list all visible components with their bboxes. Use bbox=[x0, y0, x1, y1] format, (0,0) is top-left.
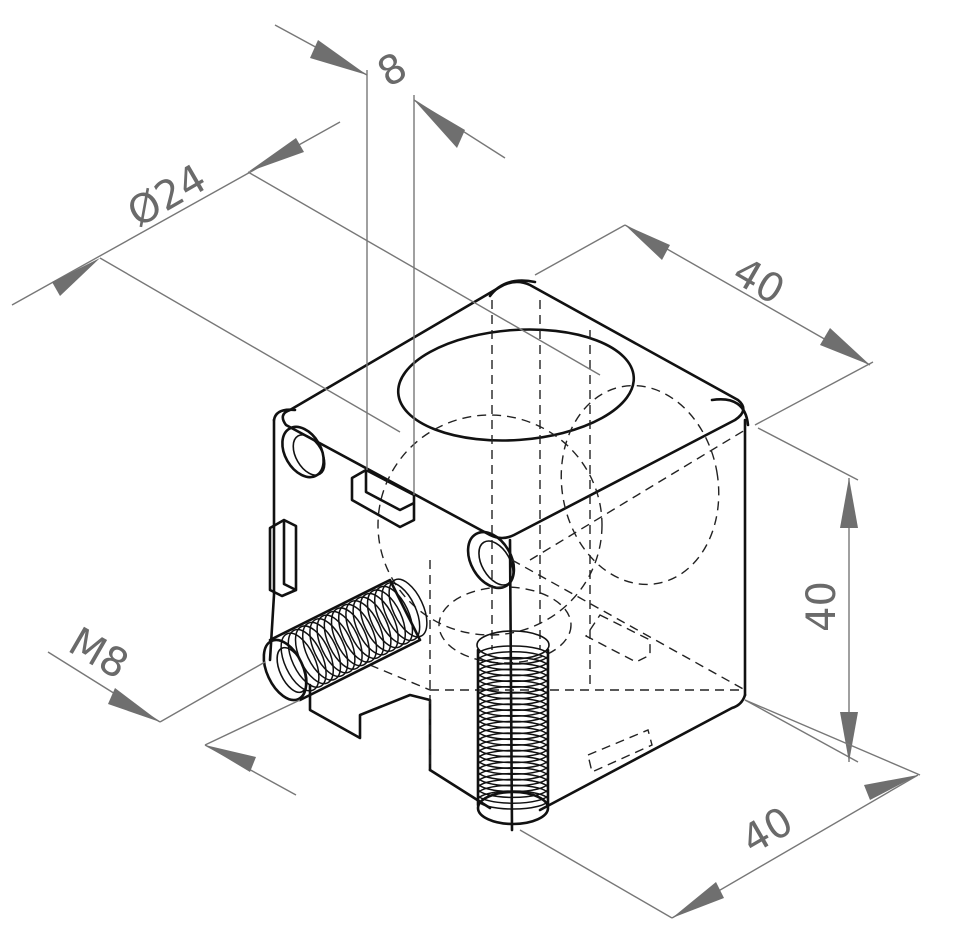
dimension-thread: M8 bbox=[47, 619, 301, 796]
bore-diameter-label: Ø24 bbox=[120, 156, 214, 237]
slot-width-label: 8 bbox=[370, 44, 415, 97]
left-face-hole-inner bbox=[292, 434, 326, 476]
front-hole bbox=[466, 530, 516, 590]
thread-winding bbox=[366, 589, 407, 649]
thread-winding bbox=[373, 585, 414, 645]
threaded-stud-horizontal bbox=[262, 578, 428, 702]
slot-lower bbox=[268, 518, 298, 598]
right-face-bottom bbox=[538, 693, 747, 812]
hidden-bore-side bbox=[560, 384, 720, 586]
block-body bbox=[268, 279, 750, 832]
left-face-step bbox=[308, 683, 432, 772]
rear-rounded-edge bbox=[488, 279, 537, 298]
right-rounded-edge bbox=[710, 397, 750, 427]
thread-winding bbox=[337, 603, 378, 663]
height-label: 40 bbox=[799, 581, 845, 632]
hidden-features bbox=[369, 300, 746, 773]
left-rounded-edge bbox=[272, 408, 297, 422]
depth-label: 40 bbox=[725, 249, 792, 314]
dimension-width: 40 bbox=[519, 699, 921, 919]
thread-winding bbox=[477, 790, 549, 810]
hidden-leftstep bbox=[369, 664, 431, 691]
thread-winding bbox=[359, 592, 399, 652]
front-hole-inner bbox=[478, 540, 514, 586]
dimension-height: 40 bbox=[744, 427, 859, 763]
thread-winding bbox=[477, 784, 549, 804]
dimension-depth: 40 bbox=[534, 224, 874, 426]
thread-label: M8 bbox=[61, 619, 136, 689]
front-vertical-edge bbox=[508, 538, 514, 832]
thread-winding bbox=[330, 607, 371, 667]
top-bore-opening bbox=[396, 328, 636, 442]
hidden-slot-bottom bbox=[587, 729, 653, 773]
visible-features bbox=[268, 328, 636, 598]
threaded-stud-vertical bbox=[476, 630, 550, 826]
hidden-edges bbox=[430, 429, 746, 691]
thread-winding bbox=[352, 596, 392, 656]
thread-winding bbox=[316, 614, 356, 674]
thread-winding bbox=[280, 632, 320, 692]
top-face-outline bbox=[281, 280, 745, 540]
thread-winding bbox=[309, 618, 349, 678]
hidden-slot-right bbox=[584, 614, 651, 663]
left-face-hole bbox=[281, 425, 325, 479]
thread-winding bbox=[287, 628, 327, 688]
thread-winding bbox=[381, 582, 421, 642]
thread-winding bbox=[294, 625, 335, 685]
thread-winding bbox=[301, 621, 342, 681]
thread-winding bbox=[477, 778, 549, 799]
width-label: 40 bbox=[734, 798, 801, 863]
thread-winding bbox=[323, 610, 363, 670]
hidden-sphere bbox=[377, 414, 603, 636]
dimension-slot-width: 8 bbox=[274, 24, 506, 495]
thread-winding bbox=[388, 578, 428, 638]
dimension-bore-diameter: Ø24 bbox=[11, 121, 601, 433]
thread-winding bbox=[345, 600, 385, 660]
slot-upper bbox=[350, 468, 416, 529]
